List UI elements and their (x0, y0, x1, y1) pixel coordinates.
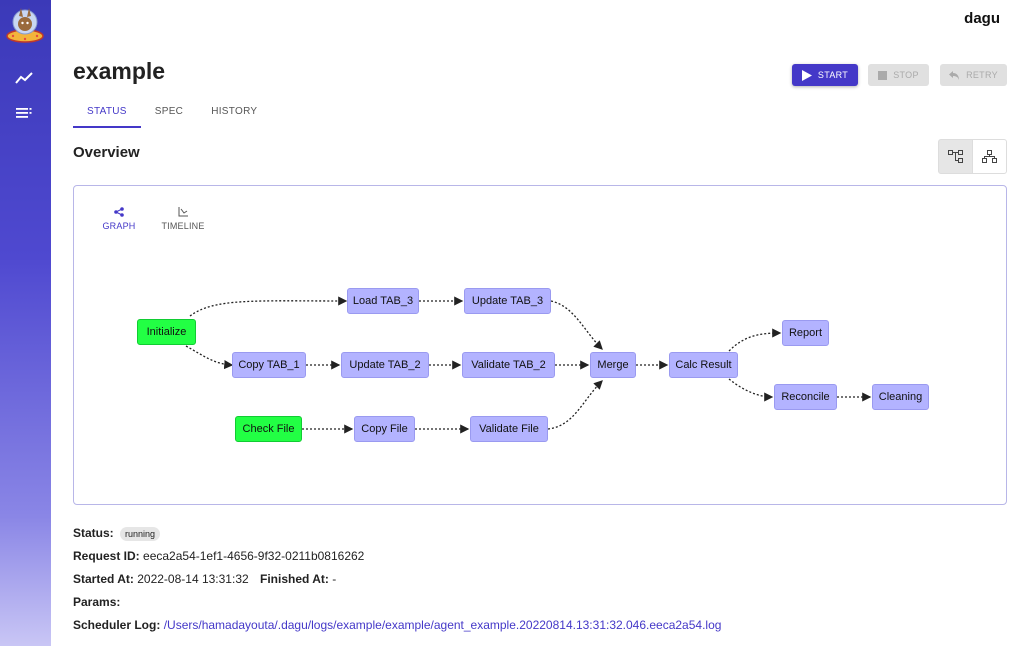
horizontal-layout-toggle[interactable] (938, 139, 973, 174)
node-update-tab3[interactable]: Update TAB_3 (464, 288, 551, 314)
detail-tabs: STATUS SPEC HISTORY (73, 100, 271, 128)
params-row: Params: (73, 595, 120, 609)
tab-status[interactable]: STATUS (73, 100, 141, 128)
node-cleaning[interactable]: Cleaning (872, 384, 929, 410)
edge-initialize-load-tab3 (189, 296, 348, 317)
node-calc-result[interactable]: Calc Result (669, 352, 738, 378)
edge-update-tab3-merge (550, 300, 603, 350)
node-merge[interactable]: Merge (590, 352, 636, 378)
overview-title: Overview (73, 144, 140, 161)
edge-calc-result-report (728, 328, 782, 352)
timeline-view-label: TIMELINE (161, 221, 205, 231)
edge-calc-result-reconcile (728, 378, 774, 402)
start-label: START (817, 70, 849, 80)
node-update-tab2[interactable]: Update TAB_2 (341, 352, 429, 378)
retry-icon (949, 70, 960, 80)
node-reconcile[interactable]: Reconcile (774, 384, 837, 410)
retry-button[interactable]: RETRY (940, 64, 1007, 86)
node-check-file[interactable]: Check File (235, 416, 302, 442)
list-icon (16, 108, 32, 118)
page-title: example (73, 58, 166, 84)
node-load-tab3[interactable]: Load TAB_3 (347, 288, 419, 314)
graph-view-label: GRAPH (102, 221, 136, 231)
brand-title: dagu (964, 10, 1000, 27)
stop-label: STOP (893, 70, 919, 80)
start-button[interactable]: START (792, 64, 858, 86)
scheduler-log-label: Scheduler Log: (73, 618, 161, 632)
started-at-label: Started At: (73, 572, 134, 586)
node-initialize[interactable]: Initialize (137, 319, 196, 345)
node-copy-file[interactable]: Copy File (354, 416, 415, 442)
play-icon (801, 69, 812, 81)
request-id-label: Request ID: (73, 549, 140, 563)
vertical-layout-toggle[interactable] (972, 139, 1007, 174)
started-at-value: 2022-08-14 13:31:32 (137, 572, 249, 586)
params-label: Params: (73, 595, 121, 609)
dag-edges (185, 296, 872, 434)
timeline-icon (178, 207, 188, 217)
request-id-row: Request ID: eeca2a54-1ef1-4656-9f32-0211… (73, 549, 364, 563)
retry-label: RETRY (966, 70, 998, 80)
finished-at-value: - (332, 572, 337, 586)
graph-view-tab[interactable]: GRAPH (102, 206, 136, 231)
scheduler-log-row: Scheduler Log: /Users/hamadayouta/.dagu/… (73, 618, 721, 632)
tab-history[interactable]: HISTORY (211, 106, 258, 117)
graph-panel: GRAPH TIMELINE Initialize Loa (73, 185, 1007, 505)
sidebar (0, 0, 51, 646)
stop-icon (878, 70, 888, 80)
node-validate-tab2[interactable]: Validate TAB_2 (462, 352, 555, 378)
node-report[interactable]: Report (782, 320, 829, 346)
chart-line-icon (15, 72, 33, 84)
status-label: Status: (73, 526, 114, 540)
tab-spec[interactable]: SPEC (154, 106, 184, 117)
dags-nav-button[interactable] (12, 101, 36, 125)
dashboard-nav-button[interactable] (12, 66, 36, 90)
share-icon (114, 207, 124, 217)
finished-at-label: Finished At: (260, 572, 329, 586)
node-copy-tab1[interactable]: Copy TAB_1 (232, 352, 306, 378)
timeline-view-tab[interactable]: TIMELINE (160, 206, 206, 231)
horizontal-graph-icon (948, 150, 963, 163)
status-row: Status: running (73, 526, 161, 541)
scheduler-log-link[interactable]: /Users/hamadayouta/.dagu/logs/example/ex… (163, 618, 722, 632)
request-id-value: eeca2a54-1ef1-4656-9f32-0211b0816262 (143, 549, 365, 563)
status-badge: running (120, 527, 161, 541)
edge-validate-file-merge (547, 380, 603, 430)
stop-button[interactable]: STOP (868, 64, 929, 86)
node-validate-file[interactable]: Validate File (470, 416, 548, 442)
vertical-graph-icon (982, 150, 997, 163)
timing-row: Started At: 2022-08-14 13:31:32 Finished… (73, 572, 336, 586)
logo[interactable] (4, 4, 46, 46)
edge-initialize-copy-tab1 (185, 345, 234, 370)
